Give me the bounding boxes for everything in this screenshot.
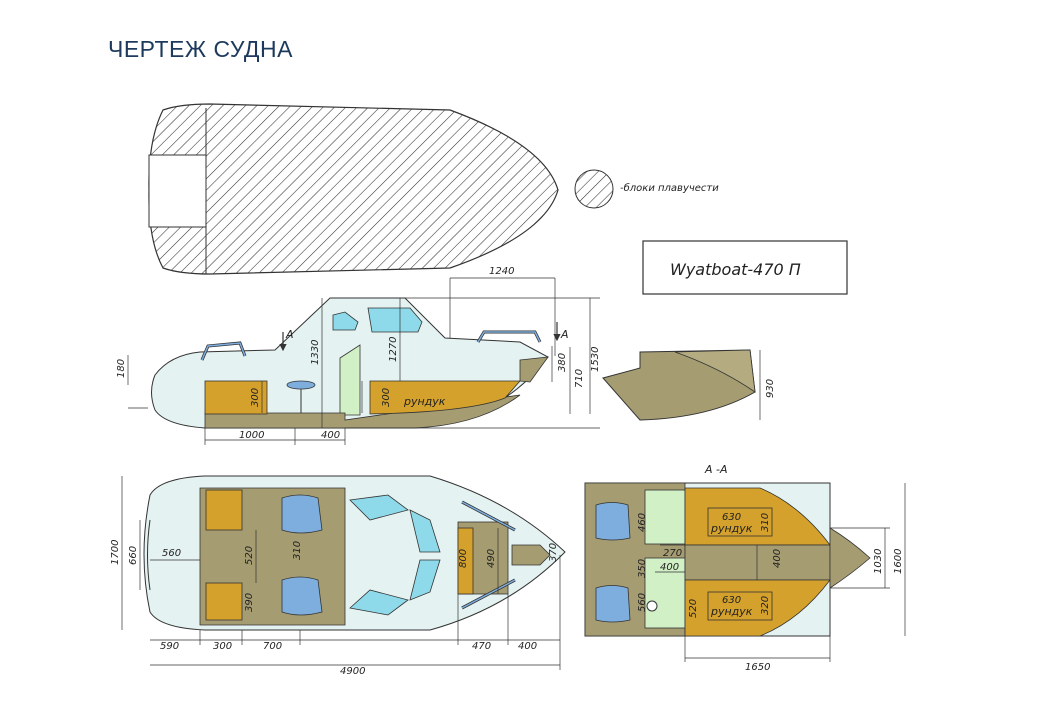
sec-dim-630b: 630	[722, 595, 741, 606]
side-window-front	[367, 307, 423, 333]
dim-560: 560	[162, 548, 181, 559]
flotation-plan	[148, 103, 559, 275]
top-view: 1700 660 560 520 310 390 800 490 370 590…	[110, 475, 566, 677]
section-label: А -А	[704, 463, 728, 476]
dim-300-rear: 300	[250, 388, 261, 407]
dim-710: 710	[574, 369, 585, 388]
dim-590: 590	[160, 641, 179, 652]
seat-2	[281, 576, 323, 616]
sec-dim-310: 310	[760, 513, 771, 532]
dim-370: 370	[548, 543, 559, 562]
dim-800: 800	[458, 549, 469, 568]
dim-1000: 1000	[239, 430, 264, 441]
model-name: Wyatboat-470 П	[670, 260, 801, 279]
flotation-swatch	[574, 169, 614, 209]
model-name-box: Wyatboat-470 П	[642, 240, 848, 295]
side-console	[339, 344, 361, 416]
sec-dim-1650: 1650	[745, 662, 770, 673]
page-title: ЧЕРТЕЖ СУДНА	[108, 36, 293, 62]
dim-390: 390	[244, 593, 255, 612]
sec-dim-320: 320	[760, 596, 771, 615]
side-rundyk-label: рундук	[403, 395, 446, 408]
sec-dim-400b: 400	[772, 549, 783, 568]
side-seat	[286, 380, 316, 390]
sec-dim-460: 460	[637, 513, 648, 532]
dim-4900: 4900	[340, 666, 365, 677]
sec-dim-630a: 630	[722, 512, 741, 523]
side-rear-storage	[204, 380, 268, 415]
dim-1330: 1330	[310, 340, 321, 365]
dim-300-bow: 300	[381, 388, 392, 407]
dim-310: 310	[292, 541, 303, 560]
section-marker-right: А	[560, 328, 569, 341]
sec-dim-270: 270	[663, 548, 682, 559]
sec-rundyk-1: рундук	[710, 522, 753, 535]
seat-1	[281, 494, 323, 534]
sec-dim-560: 560	[637, 593, 648, 612]
dim-1240: 1240	[489, 266, 514, 277]
dim-930: 930	[765, 379, 776, 398]
section-marker-left: А	[285, 328, 294, 341]
dim-180: 180	[116, 359, 127, 378]
sec-dim-1600: 1600	[893, 549, 904, 574]
dim-400: 400	[518, 641, 537, 652]
side-view: А А 180 1330 1270 1240 380 710 1530 300 …	[116, 266, 601, 445]
dim-400: 400	[321, 430, 340, 441]
dim-470: 470	[472, 641, 491, 652]
sec-dim-1030: 1030	[873, 549, 884, 574]
dim-1700: 1700	[110, 540, 121, 565]
dim-1530: 1530	[590, 347, 601, 372]
transom-view: 930	[602, 349, 776, 421]
side-bow-storage	[369, 380, 521, 415]
sec-rundyk-2: рундук	[710, 605, 753, 618]
flotation-legend: -блоки плавучести	[574, 169, 719, 209]
legend-label: -блоки плавучести	[620, 182, 719, 194]
dim-1270: 1270	[388, 337, 399, 362]
side-window-rear	[332, 311, 359, 331]
sec-dim-520: 520	[688, 599, 699, 618]
dim-700: 700	[263, 641, 282, 652]
dim-490: 490	[486, 549, 497, 568]
sec-dim-400a: 400	[660, 562, 679, 573]
sec-dim-350: 350	[637, 559, 648, 578]
dim-380: 380	[557, 353, 568, 372]
section-view: 460 350 270 400 560 520 630 рундук 310 4…	[584, 482, 906, 673]
dim-520: 520	[244, 546, 255, 565]
dim-660: 660	[128, 546, 139, 565]
dim-300: 300	[213, 641, 232, 652]
